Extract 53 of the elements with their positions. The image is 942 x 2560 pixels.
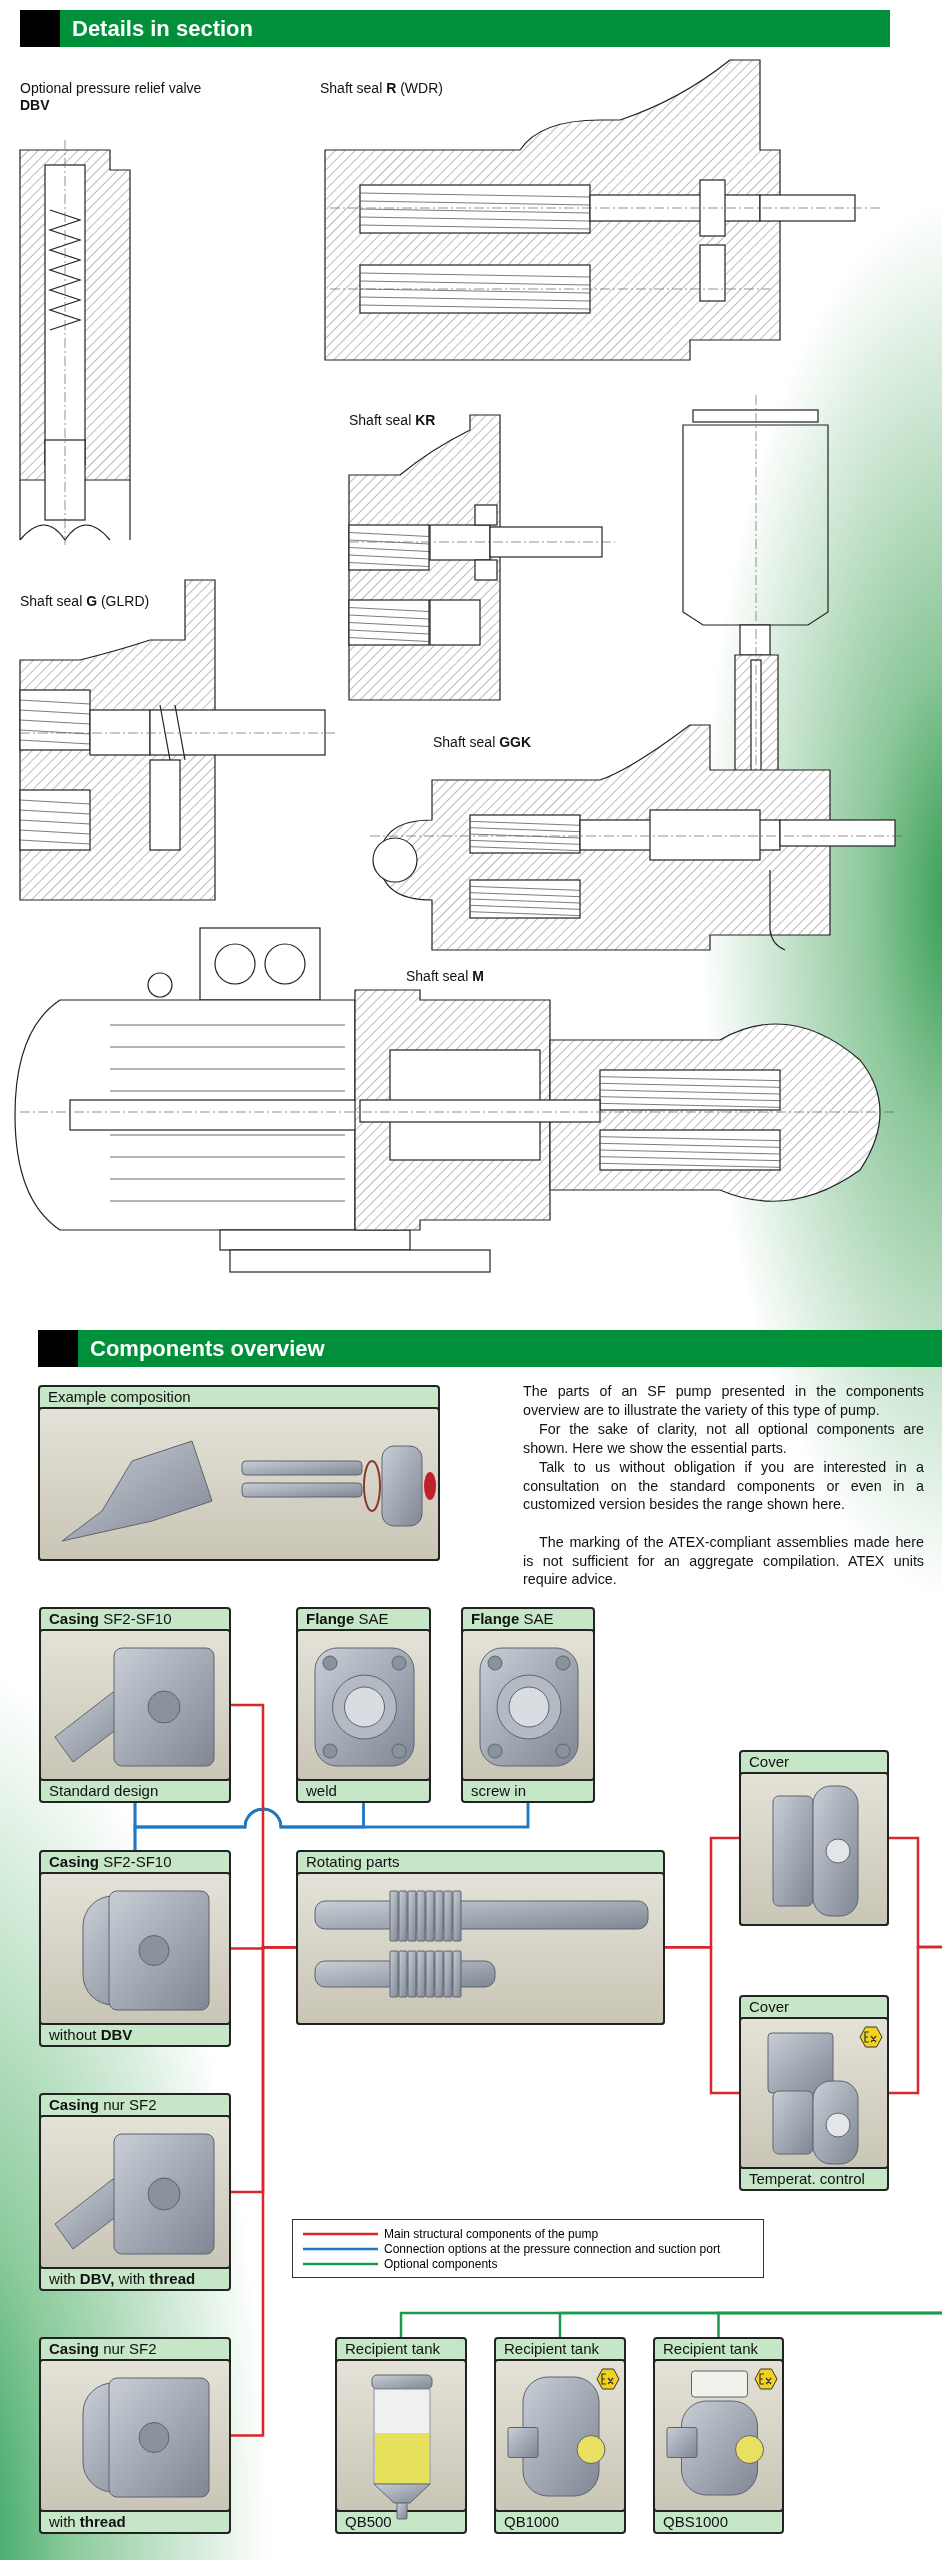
legend-text: Main structural components of the pump xyxy=(384,2226,599,2241)
legend-text: Connection options at the pressure connection and suction port xyxy=(384,2241,721,2256)
component-card xyxy=(39,1607,231,1803)
section-heading: Components overview xyxy=(38,1330,942,1367)
component-title: Flange SAE xyxy=(471,1609,554,1629)
component-caption: with thread xyxy=(49,2512,126,2532)
connector-line xyxy=(717,2311,942,2337)
component-title: Casing SF2-SF10 xyxy=(49,1852,172,1872)
drawing-caption: Shaft seal KR xyxy=(349,412,437,430)
paragraph: The parts of an SF pump presented in the components overview are to illustrate the variety of this type of pump. xyxy=(523,1382,924,1420)
component-caption: Temperat. control xyxy=(749,2169,865,2189)
component-title: Casing SF2-SF10 xyxy=(49,1609,172,1629)
connector-line xyxy=(665,1945,739,2095)
component-caption: weld xyxy=(306,1781,337,1801)
component-caption: Standard design xyxy=(49,1781,159,1801)
component-caption: QB500 xyxy=(345,2512,392,2532)
connector-line xyxy=(133,1803,530,1850)
component-card xyxy=(494,2337,626,2534)
paragraph: For the sake of clarity, not all optional components are shown. Here we show the essential parts. xyxy=(523,1420,924,1458)
component-title: Recipient tank xyxy=(663,2339,759,2359)
component-card xyxy=(653,2337,784,2534)
component-title: Rotating parts xyxy=(306,1852,400,1872)
section-heading: Details in section xyxy=(20,10,890,47)
component-title: Cover xyxy=(749,1752,789,1772)
component-title: Recipient tank xyxy=(504,2339,600,2359)
legend-text: Optional components xyxy=(384,2256,498,2271)
component-card xyxy=(461,1607,595,1803)
component-card xyxy=(296,1607,431,1803)
component-title: Casing nur SF2 xyxy=(49,2339,157,2359)
component-title: Casing nur SF2 xyxy=(49,2095,157,2115)
drawing-caption: Shaft seal M xyxy=(406,968,485,986)
drawing-caption: Shaft seal GGK xyxy=(433,734,533,752)
component-card xyxy=(39,1850,231,2047)
component-title: Flange SAE xyxy=(306,1609,389,1629)
drawing-caption: Optional pressure relief valve DBV xyxy=(20,80,203,114)
component-caption: with DBV, with thread xyxy=(49,2269,196,2289)
component-title: Recipient tank xyxy=(345,2339,441,2359)
component-card xyxy=(739,1995,889,2191)
component-title: Example composition xyxy=(48,1387,191,1407)
connector-line xyxy=(231,1945,296,2437)
component-caption: QB1000 xyxy=(504,2512,560,2532)
connector-line xyxy=(889,1945,942,2095)
component-card xyxy=(39,2093,231,2291)
component-caption: without DBV xyxy=(49,2025,133,2045)
paragraph: Talk to us without obligation if you are interested in a consultation on the standard components or even in a customized version besides the range shown here. xyxy=(523,1458,924,1515)
component-caption: QBS1000 xyxy=(663,2512,729,2532)
component-title: Cover xyxy=(749,1997,789,2017)
component-caption: screw in xyxy=(471,1781,526,1801)
drawing-caption: Shaft seal G (GLRD) xyxy=(20,593,151,611)
paragraph: The marking of the ATEX-compliant assemblies made here is not sufficient for an aggregate compilation. ATEX units require advice. xyxy=(523,1533,924,1589)
drawing-caption: Shaft seal R (WDR) xyxy=(320,80,444,98)
component-card xyxy=(335,2337,467,2534)
component-card xyxy=(39,2337,231,2534)
